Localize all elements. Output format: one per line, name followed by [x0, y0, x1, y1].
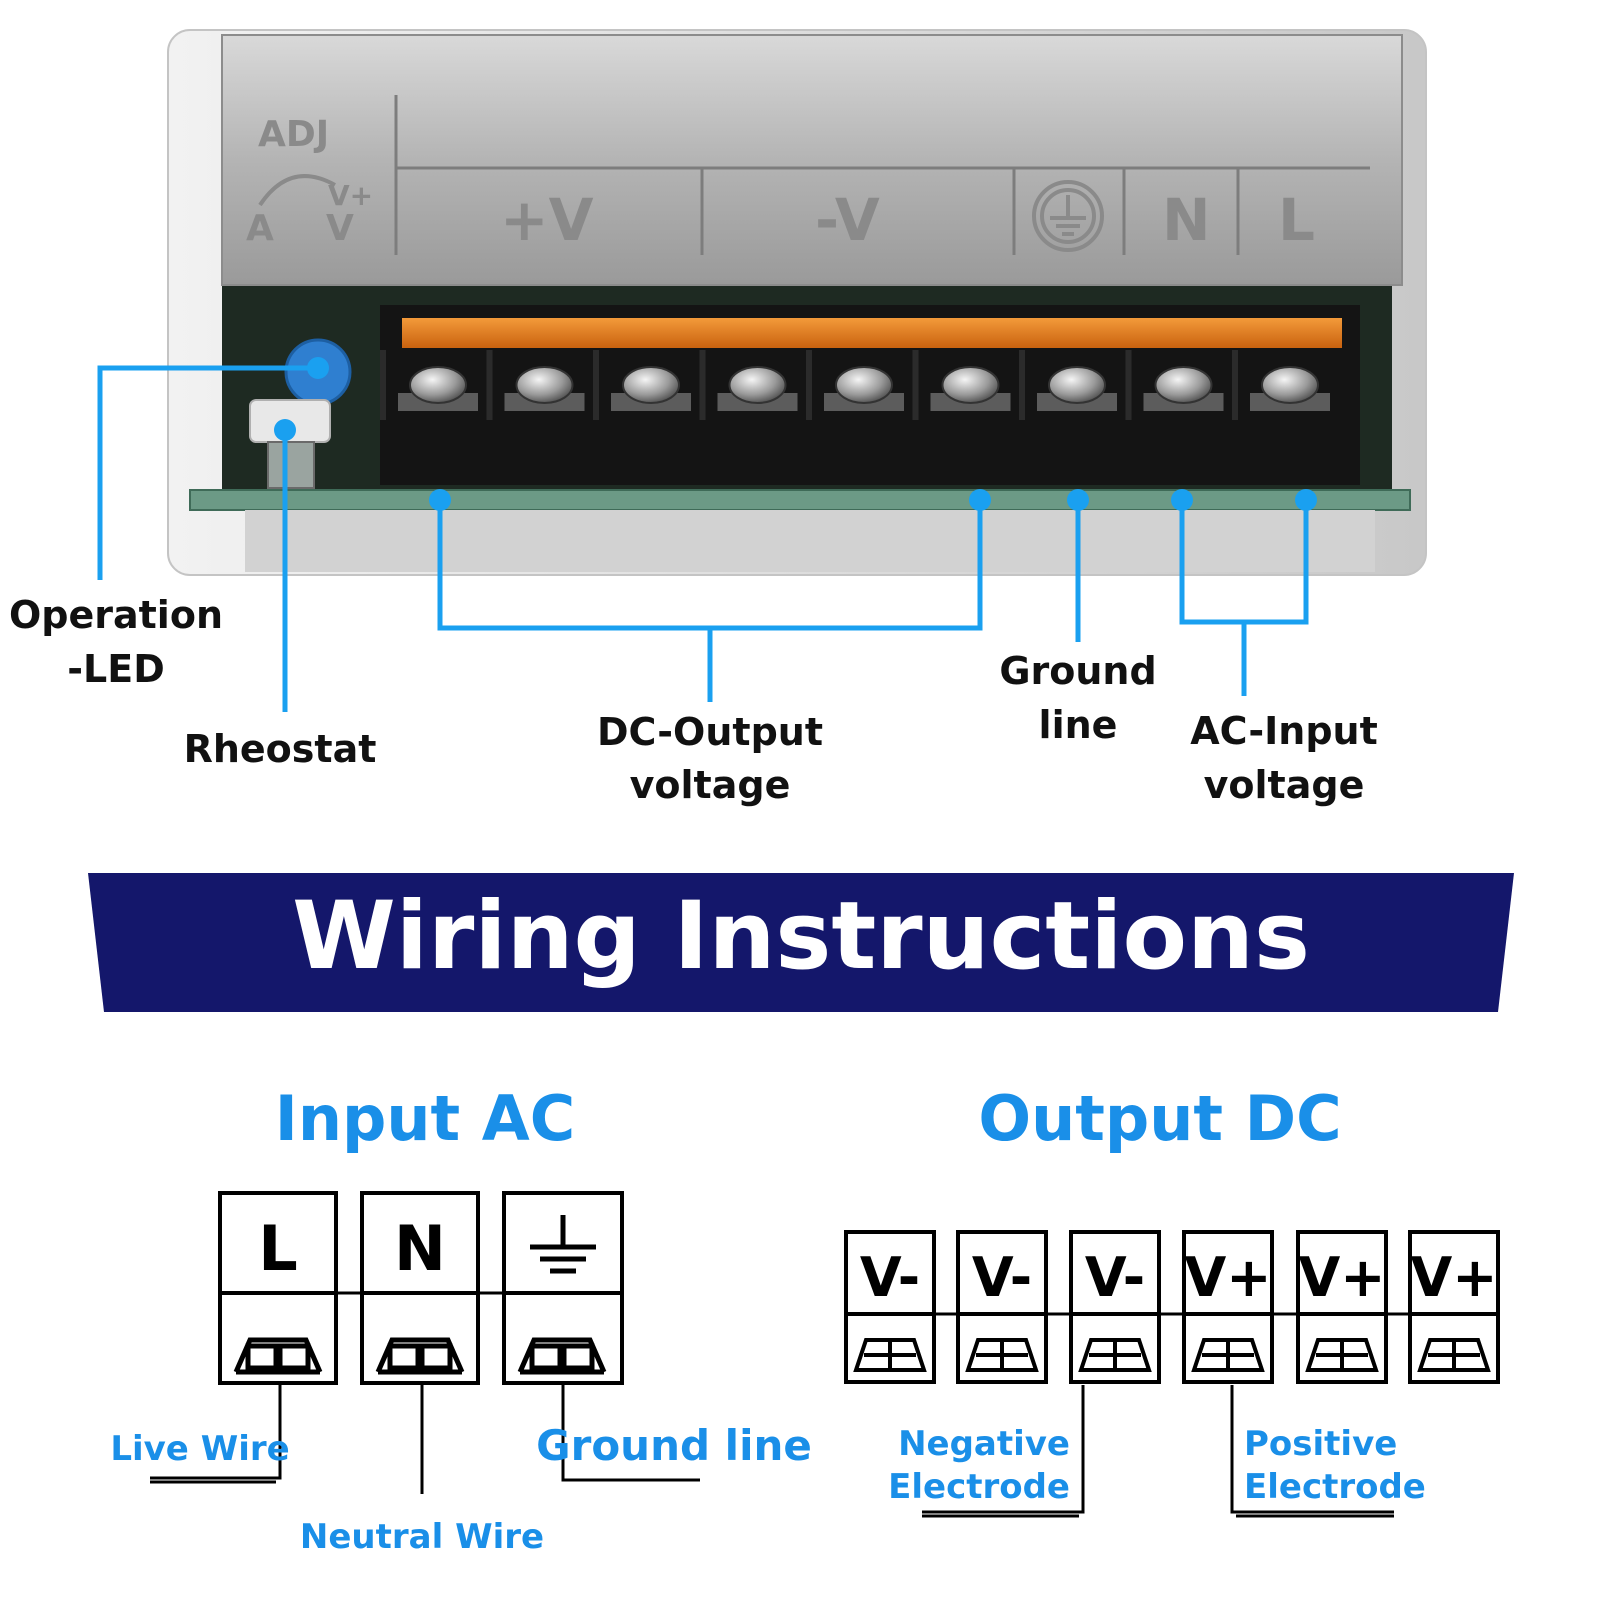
dc-terminal: V- [956, 1230, 1048, 1384]
callout-dot-dc-plus [969, 489, 991, 511]
callout-dot-ground [1067, 489, 1089, 511]
dc-terminal-label: V- [972, 1246, 1032, 1309]
terminal-separator [1125, 350, 1132, 420]
input-ac-wires [150, 1385, 700, 1494]
pcb-strip [189, 489, 1411, 511]
output-dc-wires [922, 1385, 1394, 1518]
dc-terminal-label: V- [1085, 1246, 1145, 1309]
terminal-screw-icon[interactable] [835, 366, 893, 404]
terminal-cover-orange [402, 318, 1342, 348]
dc-terminal: V- [1069, 1230, 1161, 1384]
negative-electrode-label-2: Electrode [888, 1467, 1070, 1507]
callout-labels: Operation -LED Rheostat DC-Output voltag… [9, 593, 1378, 807]
negative-electrode-label-1: Negative [898, 1424, 1070, 1464]
dc-terminal: V+ [1408, 1230, 1500, 1384]
ground-symbol-icon [530, 1215, 596, 1274]
terminal-separator [806, 350, 812, 420]
callout-dot-rheostat [274, 419, 296, 441]
callout-dot-ac-n [1171, 489, 1193, 511]
terminal-l-label: L [258, 1212, 298, 1285]
adj-label: ADJ [258, 114, 329, 155]
live-wire-label: Live Wire [110, 1429, 289, 1469]
adj-a-label: A [246, 208, 274, 249]
terminal-separator [593, 350, 599, 420]
input-ac-heading: Input AC [275, 1082, 575, 1155]
terminal-ground-screw-icon [517, 1337, 607, 1375]
terminal-separator [380, 350, 386, 420]
terminal-l-screw-icon [233, 1337, 323, 1375]
terminal-ground [502, 1191, 624, 1385]
rheostat-label: Rheostat [184, 727, 377, 771]
ground-line-label: Ground line [536, 1421, 812, 1470]
terminal-l: L [218, 1191, 338, 1385]
positive-electrode-label-2: Electrode [1244, 1467, 1426, 1507]
output-dc-heading: Output DC [978, 1082, 1341, 1155]
panel-n-label: N [1162, 186, 1211, 254]
panel-ground-icon [1032, 180, 1104, 252]
adj-vplus-label: V+ [328, 179, 373, 212]
input-ac-terminals: L N [218, 1191, 624, 1385]
dc-terminal-label: V+ [1298, 1246, 1385, 1309]
dc-output-label-1: DC-Output [597, 710, 823, 754]
terminal-n-label: N [394, 1212, 446, 1285]
panel-l-label: L [1278, 186, 1315, 254]
operation-led-base [267, 441, 315, 489]
callout-dot-dc-minus [429, 489, 451, 511]
dc-terminal-screw-icon [1078, 1338, 1152, 1372]
terminal-separator [1232, 350, 1238, 420]
ground-label-2: line [1039, 703, 1118, 747]
banner-background [88, 873, 1514, 1012]
terminal-screw-icon[interactable] [1154, 366, 1213, 404]
ground-label-1: Ground [999, 649, 1156, 693]
psu-top-panel [221, 34, 1403, 286]
adj-arrow-icon [258, 174, 336, 207]
ac-input-label-1: AC-Input [1190, 709, 1378, 753]
banner-title: Wiring Instructions [292, 882, 1310, 991]
dc-output-label-2: voltage [630, 763, 791, 807]
dc-terminal-screw-icon [1191, 1338, 1265, 1372]
dc-terminal-label: V+ [1184, 1246, 1271, 1309]
terminal-screw-icon[interactable] [728, 366, 787, 404]
terminal-screw-icon[interactable] [1261, 366, 1319, 404]
dc-terminal-screw-icon [853, 1338, 927, 1372]
dc-terminal-screw-icon [965, 1338, 1039, 1372]
terminal-separator [1019, 350, 1025, 420]
operation-led-label-1: Operation [9, 593, 223, 637]
dc-terminal-screw-icon [1305, 1338, 1379, 1372]
operation-led-label-2: -LED [67, 647, 165, 691]
callout-dot-operation-led [307, 357, 329, 379]
dc-terminal: V+ [1296, 1230, 1388, 1384]
terminal-screw-icon[interactable] [515, 366, 574, 404]
dc-terminal: V+ [1182, 1230, 1274, 1384]
panel-engraving-lines [394, 95, 1370, 255]
terminal-screw-icon[interactable] [409, 366, 467, 404]
psu-bottom-lip [245, 510, 1375, 572]
minus-v-label: -V [815, 186, 880, 254]
ac-input-label-2: voltage [1204, 763, 1365, 807]
terminal-screw-icon[interactable] [941, 366, 1000, 404]
adj-v-label: V [326, 208, 354, 249]
plus-v-label: +V [500, 186, 594, 254]
terminal-separator [912, 350, 919, 420]
terminal-separator [699, 350, 706, 420]
callout-dot-ac-l [1295, 489, 1317, 511]
terminal-separator [486, 350, 493, 420]
callout-lines [97, 365, 1309, 712]
terminal-screw-icon[interactable] [622, 366, 680, 404]
terminal-screw-icon[interactable] [1048, 366, 1106, 404]
output-dc-terminals: V- V- V- V+ V+ V+ [844, 1230, 1500, 1384]
terminal-n-screw-icon [375, 1337, 465, 1375]
callout-dots [274, 357, 1317, 511]
terminal-screws [380, 350, 1330, 420]
neutral-wire-label: Neutral Wire [300, 1517, 544, 1557]
power-supply-unit: ADJ A V V+ +V -V N L [167, 29, 1427, 576]
dc-terminal: V- [844, 1230, 936, 1384]
positive-electrode-label-1: Positive [1244, 1424, 1397, 1464]
dc-terminal-label: V- [860, 1246, 920, 1309]
dc-terminal-label: V+ [1410, 1246, 1497, 1309]
dc-terminal-screw-icon [1417, 1338, 1491, 1372]
terminal-n: N [360, 1191, 480, 1385]
